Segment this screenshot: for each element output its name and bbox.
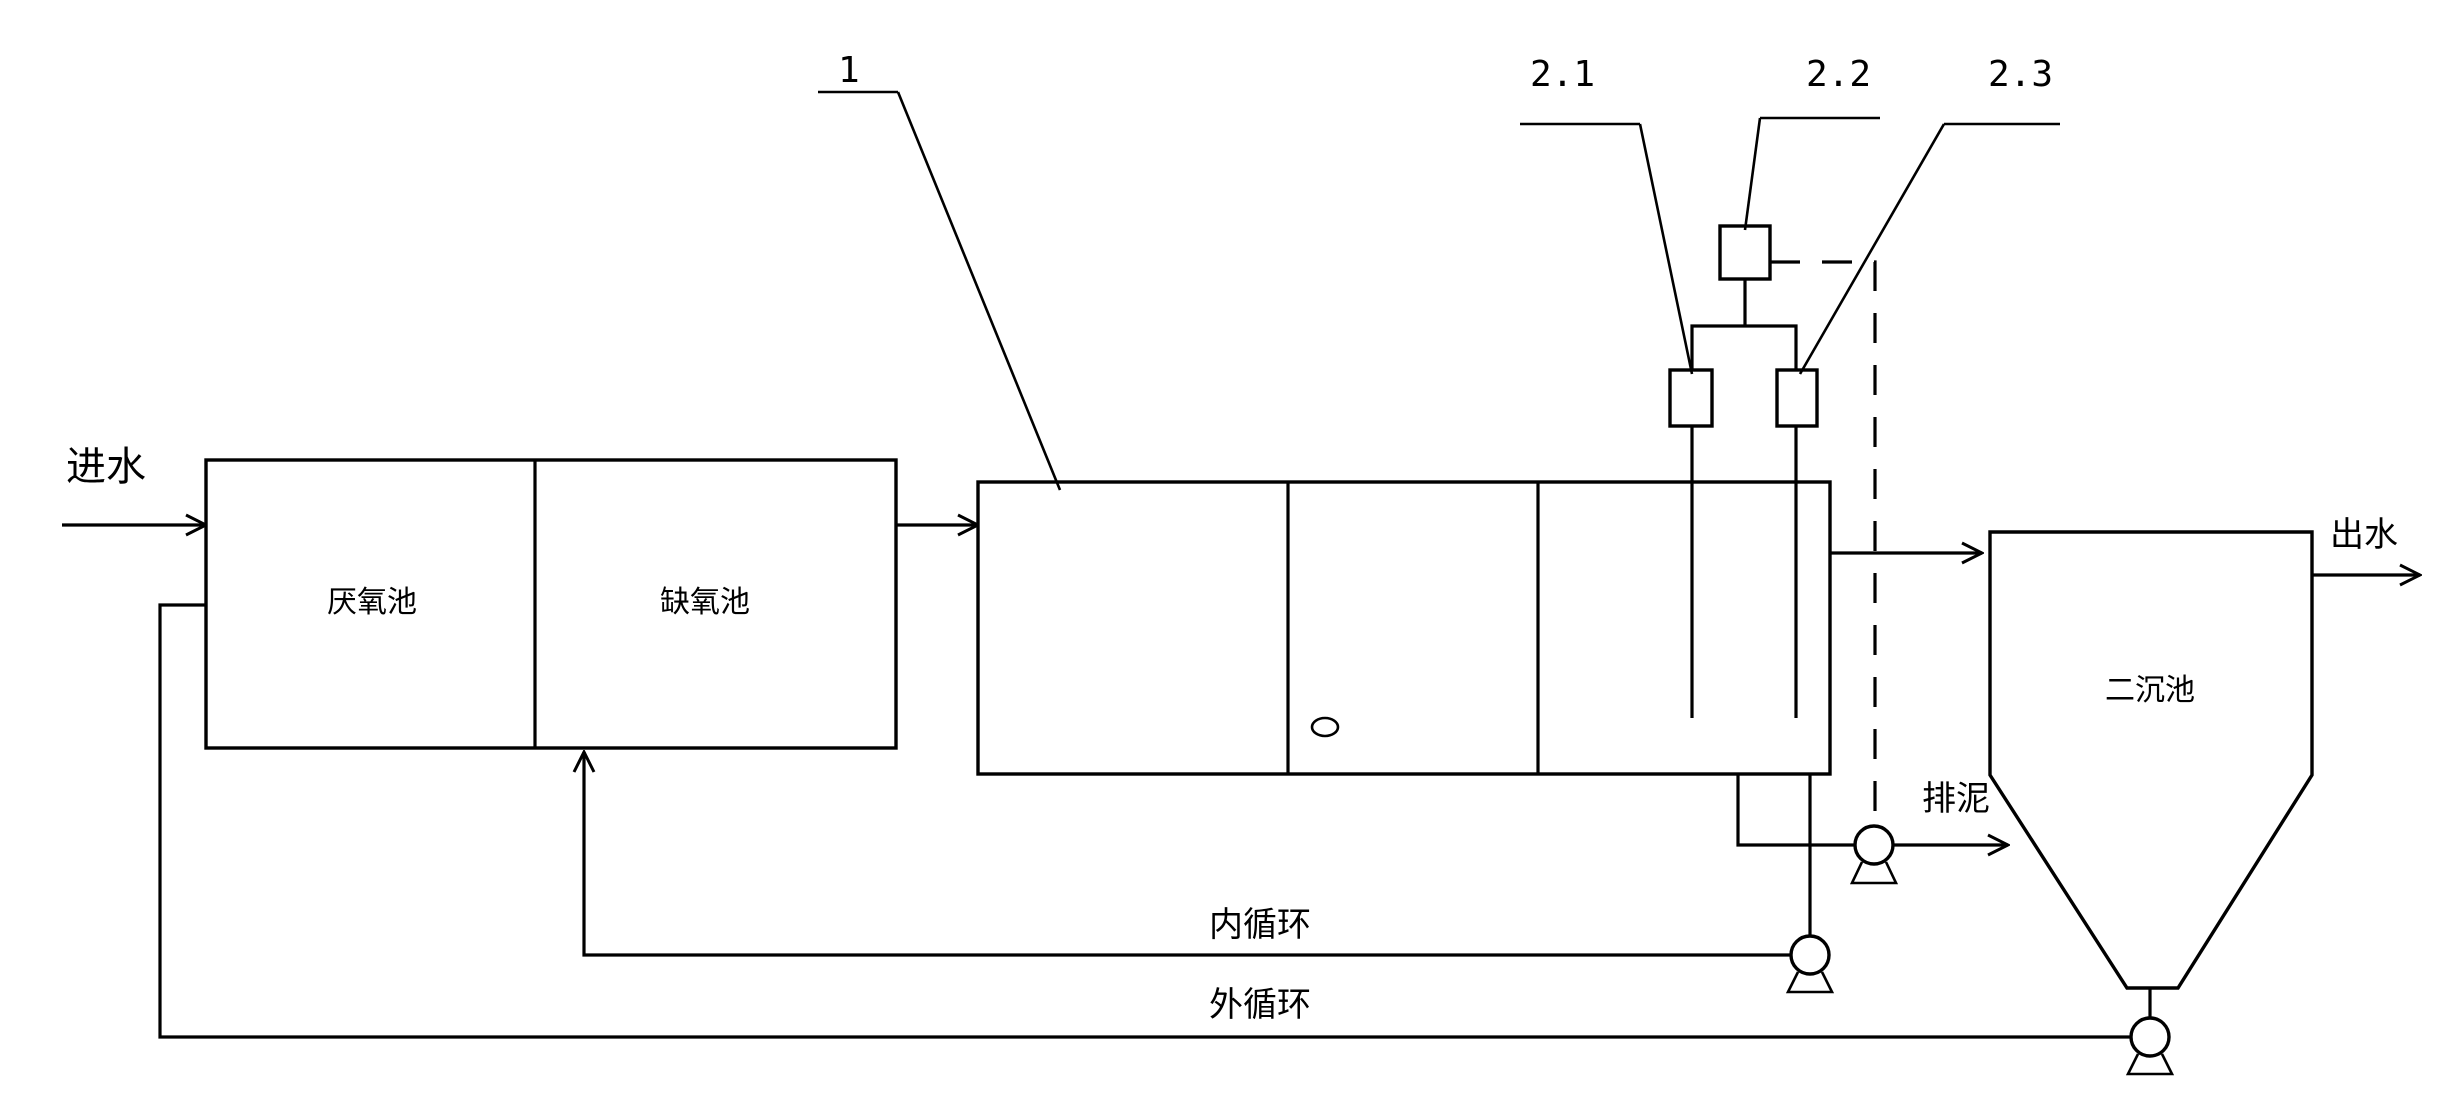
sensor-2-1 xyxy=(1668,368,1714,428)
anoxic-tank-label: 缺氧池 xyxy=(660,585,750,620)
sludge-pipe xyxy=(1736,774,1855,847)
ref-2-2: 2.2 xyxy=(1806,54,1871,95)
inlet-label: 进水 xyxy=(66,444,146,490)
leader-line-1b xyxy=(896,91,1062,491)
sensor-wiring xyxy=(1690,324,1798,370)
internal-recycle-pump-base xyxy=(1785,971,1835,994)
external-recycle-pump-icon xyxy=(2129,1016,2171,1058)
secondary-clarifier-label: 二沉池 xyxy=(2105,673,2195,708)
controller-2-2 xyxy=(1718,224,1772,281)
anaerobic-tank-label: 厌氧池 xyxy=(327,585,417,620)
outlet-label: 出水 xyxy=(2330,515,2398,555)
external-recycle-line xyxy=(158,603,2131,1039)
internal-recycle-line xyxy=(584,752,1791,957)
secondary-clarifier xyxy=(1988,530,2314,990)
ref-1: 1 xyxy=(838,50,860,91)
leader-line-2-3b xyxy=(1798,123,1946,375)
leader-line-2-1b xyxy=(1638,123,1694,375)
sensor-2-3 xyxy=(1775,368,1819,428)
external-recycle-pump-base xyxy=(2125,1053,2175,1076)
reactor-1 xyxy=(976,480,1832,776)
internal-recycle-label: 内循环 xyxy=(1209,905,1311,945)
sludge-discharge-label: 排泥 xyxy=(1922,779,1990,819)
ref-2-3: 2.3 xyxy=(1988,54,2053,95)
anaerobic-anoxic-block xyxy=(204,458,898,750)
internal-recycle-pump-icon xyxy=(1789,934,1831,976)
external-recycle-label: 外循环 xyxy=(1209,985,1311,1025)
ref-2-1: 2.1 xyxy=(1530,54,1595,95)
sludge-pump-icon xyxy=(1853,824,1895,866)
control-signal-line xyxy=(1770,260,1877,840)
aerator-icon xyxy=(1310,716,1340,738)
sludge-pump-base xyxy=(1849,861,1899,885)
leader-line-2-2b xyxy=(1743,117,1762,231)
